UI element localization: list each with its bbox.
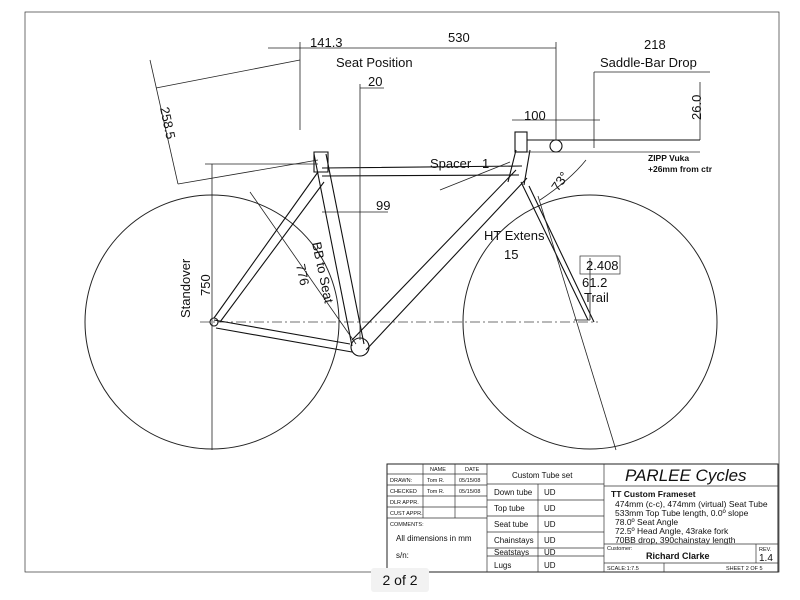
dim-spacer-value: 1	[482, 156, 489, 171]
seatstay	[213, 171, 325, 323]
dim-standover-value: 750	[198, 274, 213, 296]
tb-mat-1: UD	[544, 504, 556, 513]
tb-row-checked-name: Tom R.	[427, 489, 445, 495]
tb-row-drawn-label: DRAWN:	[390, 478, 413, 484]
tb-customer: Richard Clarke	[646, 551, 710, 561]
dim-seat-position-value: 20	[368, 74, 382, 89]
dim-head-angle: 73°	[548, 169, 572, 194]
tb-col-date: DATE	[465, 467, 480, 473]
stem	[514, 131, 528, 153]
trail-box	[579, 255, 621, 275]
dim-bb-to-seat-value: 776	[293, 263, 312, 287]
tb-mat-2: UD	[544, 520, 556, 529]
head-tube	[507, 149, 531, 186]
dim-seat-tube-offset: 99	[376, 198, 390, 213]
tb-row-checked-label: CHECKED	[390, 489, 417, 495]
tb-spec-0: 474mm (c-c), 474mm (virtual) Seat Tube	[615, 499, 768, 509]
tb-rev: 1.4	[759, 553, 773, 564]
front-wheel	[462, 194, 718, 450]
tb-scale: SCALE:1:7.5	[607, 566, 639, 572]
tb-mat-5: UD	[544, 561, 556, 570]
dim-ht-extens-label: HT Extens	[484, 228, 545, 243]
tb-tube-2: Seat tube	[494, 520, 529, 529]
tb-mat-0: UD	[544, 488, 556, 497]
dim-seatpost-length: 258.5	[157, 106, 178, 141]
down-tube	[351, 169, 528, 351]
tb-serial: s/n:	[396, 551, 409, 560]
dim-seat-position-label: Seat Position	[336, 55, 413, 70]
dim-saddle-bar-drop-value: 218	[644, 37, 666, 52]
tb-company: PARLEE Cycles	[625, 466, 747, 485]
tb-spec-4: 70BB drop, 390chainstay length	[615, 535, 736, 545]
tb-tube-set-title: Custom Tube set	[512, 471, 573, 480]
chainstay	[213, 319, 353, 353]
tb-col-name: NAME	[430, 467, 446, 473]
tb-customer-label: Customer:	[607, 546, 633, 552]
tb-row-dlr-label: DLR APPR.	[390, 500, 419, 506]
dim-ht-extens-value: 15	[504, 247, 518, 262]
bar-clamp	[549, 139, 563, 153]
tb-row-cust-label: CUST APPR.	[390, 511, 423, 517]
dim-saddle-bar-drop-label: Saddle-Bar Drop	[600, 55, 697, 70]
frame	[209, 131, 700, 357]
tb-rev-label: REV.	[759, 547, 772, 553]
tb-frame-title: TT Custom Frameset	[611, 489, 696, 499]
tb-tube-3: Chainstays	[494, 536, 534, 545]
dim-spacer-label: Spacer	[430, 156, 472, 171]
tb-row-drawn-date: 05/15/08	[459, 478, 480, 484]
dim-reach: 530	[448, 30, 470, 45]
tb-spec-3: 72.5º Head Angle, 43rake fork	[615, 526, 729, 536]
rear-dropout	[209, 317, 219, 327]
dim-trail-box: 2.408	[586, 258, 619, 273]
tb-comments: All dimensions in mm	[396, 534, 472, 543]
dim-trail-label: Trail	[584, 290, 609, 305]
tb-tube-4: Seatstays	[494, 548, 529, 557]
dim-standover-label: Standover	[178, 258, 193, 318]
tb-tube-1: Top tube	[494, 504, 525, 513]
seat-tube	[313, 153, 365, 347]
drawing-border	[24, 11, 780, 573]
tb-sheet: SHEET 2 OF 5	[726, 566, 763, 572]
top-tube	[321, 165, 523, 177]
tb-spec-1: 533mm Top Tube length, 0.0º slope	[615, 508, 749, 518]
dimension-lines	[149, 42, 710, 451]
tb-mat-3: UD	[544, 536, 556, 545]
bar-note-line1: ZIPP Vuka	[648, 153, 689, 163]
tb-tube-0: Down tube	[494, 488, 533, 497]
bar-note-line2: +26mm from ctr	[648, 164, 713, 174]
dim-stem-length: 100	[524, 108, 546, 123]
tb-comments-label: COMMENTS:	[390, 522, 424, 528]
dim-trail-value: 61.2	[582, 275, 607, 290]
seatpost-clamp	[313, 151, 329, 173]
title-block	[386, 463, 779, 573]
tb-tube-5: Lugs	[494, 561, 511, 570]
dim-seat-offset: 141.3	[310, 35, 343, 50]
tb-row-drawn-name: Tom R.	[427, 478, 445, 484]
tb-mat-4: UD	[544, 548, 556, 557]
tb-spec-2: 78.0º Seat Angle	[615, 517, 678, 527]
page-indicator: 2 of 2	[371, 568, 429, 592]
dim-stem-rise: 26.0	[689, 95, 704, 120]
tb-row-checked-date: 05/15/08	[459, 489, 480, 495]
